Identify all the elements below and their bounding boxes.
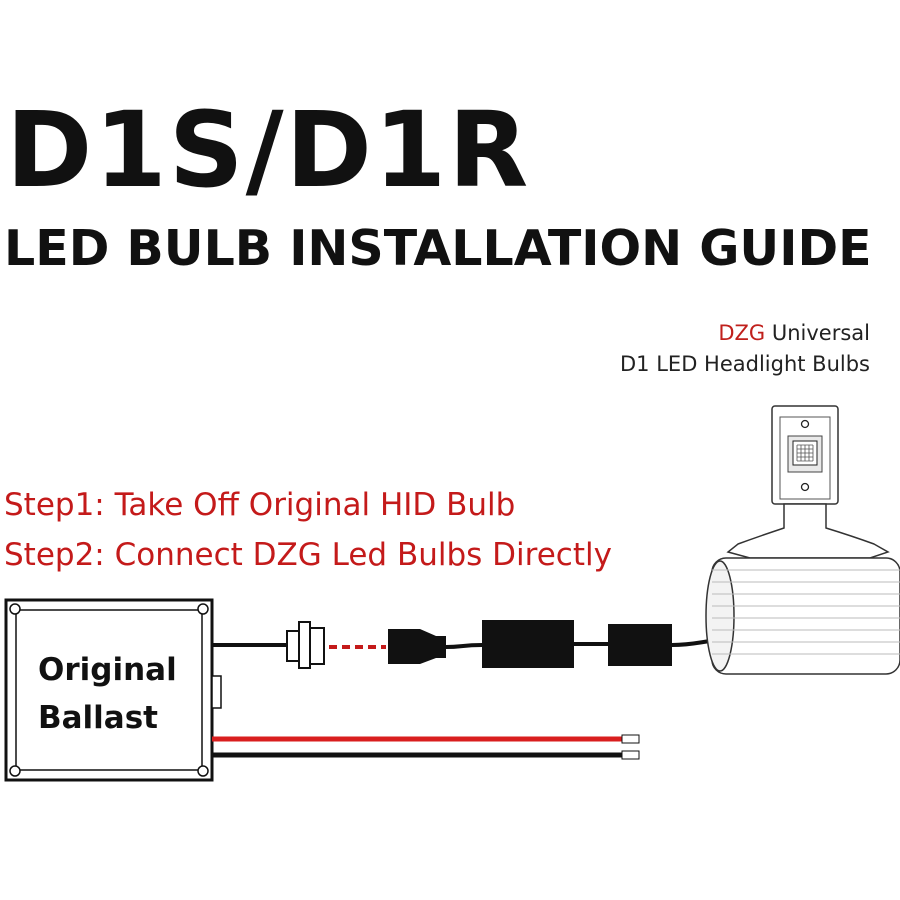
decoder-box-1 bbox=[482, 620, 574, 668]
product-label: DZG Universal D1 LED Headlight Bulbs bbox=[620, 318, 870, 380]
step-1: Step1: Take Off Original HID Bulb bbox=[4, 487, 516, 523]
page-subtitle: LED BULB INSTALLATION GUIDE bbox=[4, 220, 872, 277]
page-title: D1S/D1R bbox=[6, 89, 531, 211]
product-label-line1: DZG Universal bbox=[620, 318, 870, 349]
power-wire-black-tip bbox=[621, 750, 640, 760]
led-plug bbox=[388, 629, 446, 664]
led-headlight-bulb bbox=[705, 405, 900, 675]
ballast-label-line2: Ballast bbox=[38, 700, 158, 736]
power-wire-red-tip bbox=[621, 734, 640, 744]
brand-name: DZG bbox=[718, 321, 766, 345]
ballast-box bbox=[4, 598, 222, 782]
ballast-connector bbox=[286, 621, 325, 669]
product-label-universal: Universal bbox=[765, 321, 870, 345]
ballast-label: Original Ballast bbox=[38, 646, 177, 742]
decoder-box-2 bbox=[608, 624, 672, 666]
steps-list: Step1: Take Off Original HID Bulb Step2:… bbox=[4, 480, 612, 580]
step-2: Step2: Connect DZG Led Bulbs Directly bbox=[4, 537, 612, 573]
product-label-line2: D1 LED Headlight Bulbs bbox=[620, 352, 870, 376]
led-plug-wire bbox=[445, 643, 483, 649]
ballast-label-line1: Original bbox=[38, 652, 177, 688]
